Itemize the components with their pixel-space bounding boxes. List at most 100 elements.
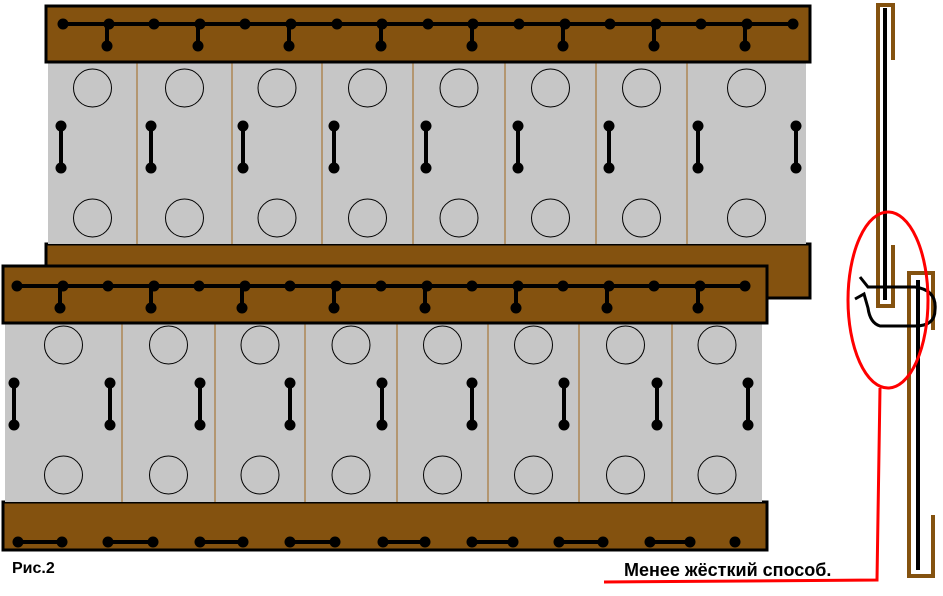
solder-dot [375,280,387,292]
top-board [44,4,812,64]
solder-dot [104,377,116,389]
solder-dot [236,302,248,314]
mounting-hole [165,68,204,108]
solder-dot [739,40,751,52]
solder-dot [145,162,157,174]
solder-dot [55,162,67,174]
solder-dot [328,302,340,314]
solder-dot [513,18,525,30]
mounting-hole [240,325,280,365]
solder-dot [651,377,663,389]
upper-assembly [44,4,812,300]
solder-dot [603,120,615,132]
solder-dot [739,280,751,292]
solder-dot [695,18,707,30]
mounting-hole [149,325,188,365]
solder-dot [507,536,519,548]
lower-brown-profile [907,271,935,578]
solder-dot [790,120,802,132]
mounting-hole [727,198,766,238]
solder-dot [194,419,206,431]
solder-dot [145,302,157,314]
solder-dot [55,120,67,132]
solder-dot [692,302,704,314]
mounting-hole [622,198,661,238]
solder-dot [466,536,478,548]
solder-dot [603,162,615,174]
lower-assembly [1,264,769,552]
solder-dot [284,377,296,389]
solder-dot [420,162,432,174]
solder-dot [376,419,388,431]
mounting-hole [439,68,479,108]
solder-dot [8,419,20,431]
solder-dot [193,280,205,292]
mounting-hole [622,68,661,108]
caption: Менее жёсткий способ. [624,560,832,580]
mounting-hole [531,68,570,108]
mounting-hole [165,198,204,238]
callout-line [603,387,882,584]
solder-dot [557,40,569,52]
solder-dot [466,40,478,52]
solder-dot [101,40,113,52]
mounting-hole [439,198,479,238]
mounting-hole [697,455,737,495]
mounting-hole [423,325,462,365]
mounting-hole [697,325,737,365]
mounting-hole [331,455,371,495]
mounting-hole [514,325,553,365]
solder-dot [512,162,524,174]
solder-dot [237,162,249,174]
solder-dot [328,162,340,174]
solder-dot [419,302,431,314]
solder-dot [11,280,23,292]
solder-dot [742,419,754,431]
mounting-hole [73,68,112,108]
mounting-hole [257,198,297,238]
solder-dot [56,536,68,548]
solder-dot [329,536,341,548]
mounting-hole [257,68,297,108]
solder-dot [147,536,159,548]
solder-dot [284,419,296,431]
solder-dot [684,536,696,548]
mounting-hole [606,325,645,365]
solder-dot [557,280,569,292]
highlight-ellipse [846,210,930,390]
solder-dot [466,419,478,431]
solder-dot [194,377,206,389]
solder-dot [237,536,249,548]
mounting-hole [44,325,83,365]
solder-dot [104,419,116,431]
solder-dot [377,536,389,548]
mounting-hole [240,455,280,495]
solder-dot [512,120,524,132]
solder-dot [376,377,388,389]
solder-dot [145,120,157,132]
solder-dot [57,18,69,30]
solder-dot [742,377,754,389]
solder-dot [729,536,741,548]
solder-dot [102,280,114,292]
mounting-hole [348,68,387,108]
mounting-hole [514,455,553,495]
solder-dot [331,18,343,30]
solder-dot [553,536,565,548]
upper-brown-profile [876,3,895,308]
solder-dot [375,40,387,52]
side-view [603,3,937,584]
solder-dot [601,302,613,314]
solder-dot [284,536,296,548]
solder-dot [237,120,249,132]
mounting-hole [423,455,462,495]
solder-dot [420,120,432,132]
top-board [1,264,769,325]
solder-dot [787,18,799,30]
figure-label: Рис.2 [12,560,55,577]
solder-dot [648,40,660,52]
solder-dot [651,419,663,431]
solder-dot [148,18,160,30]
mounting-hole [149,455,188,495]
